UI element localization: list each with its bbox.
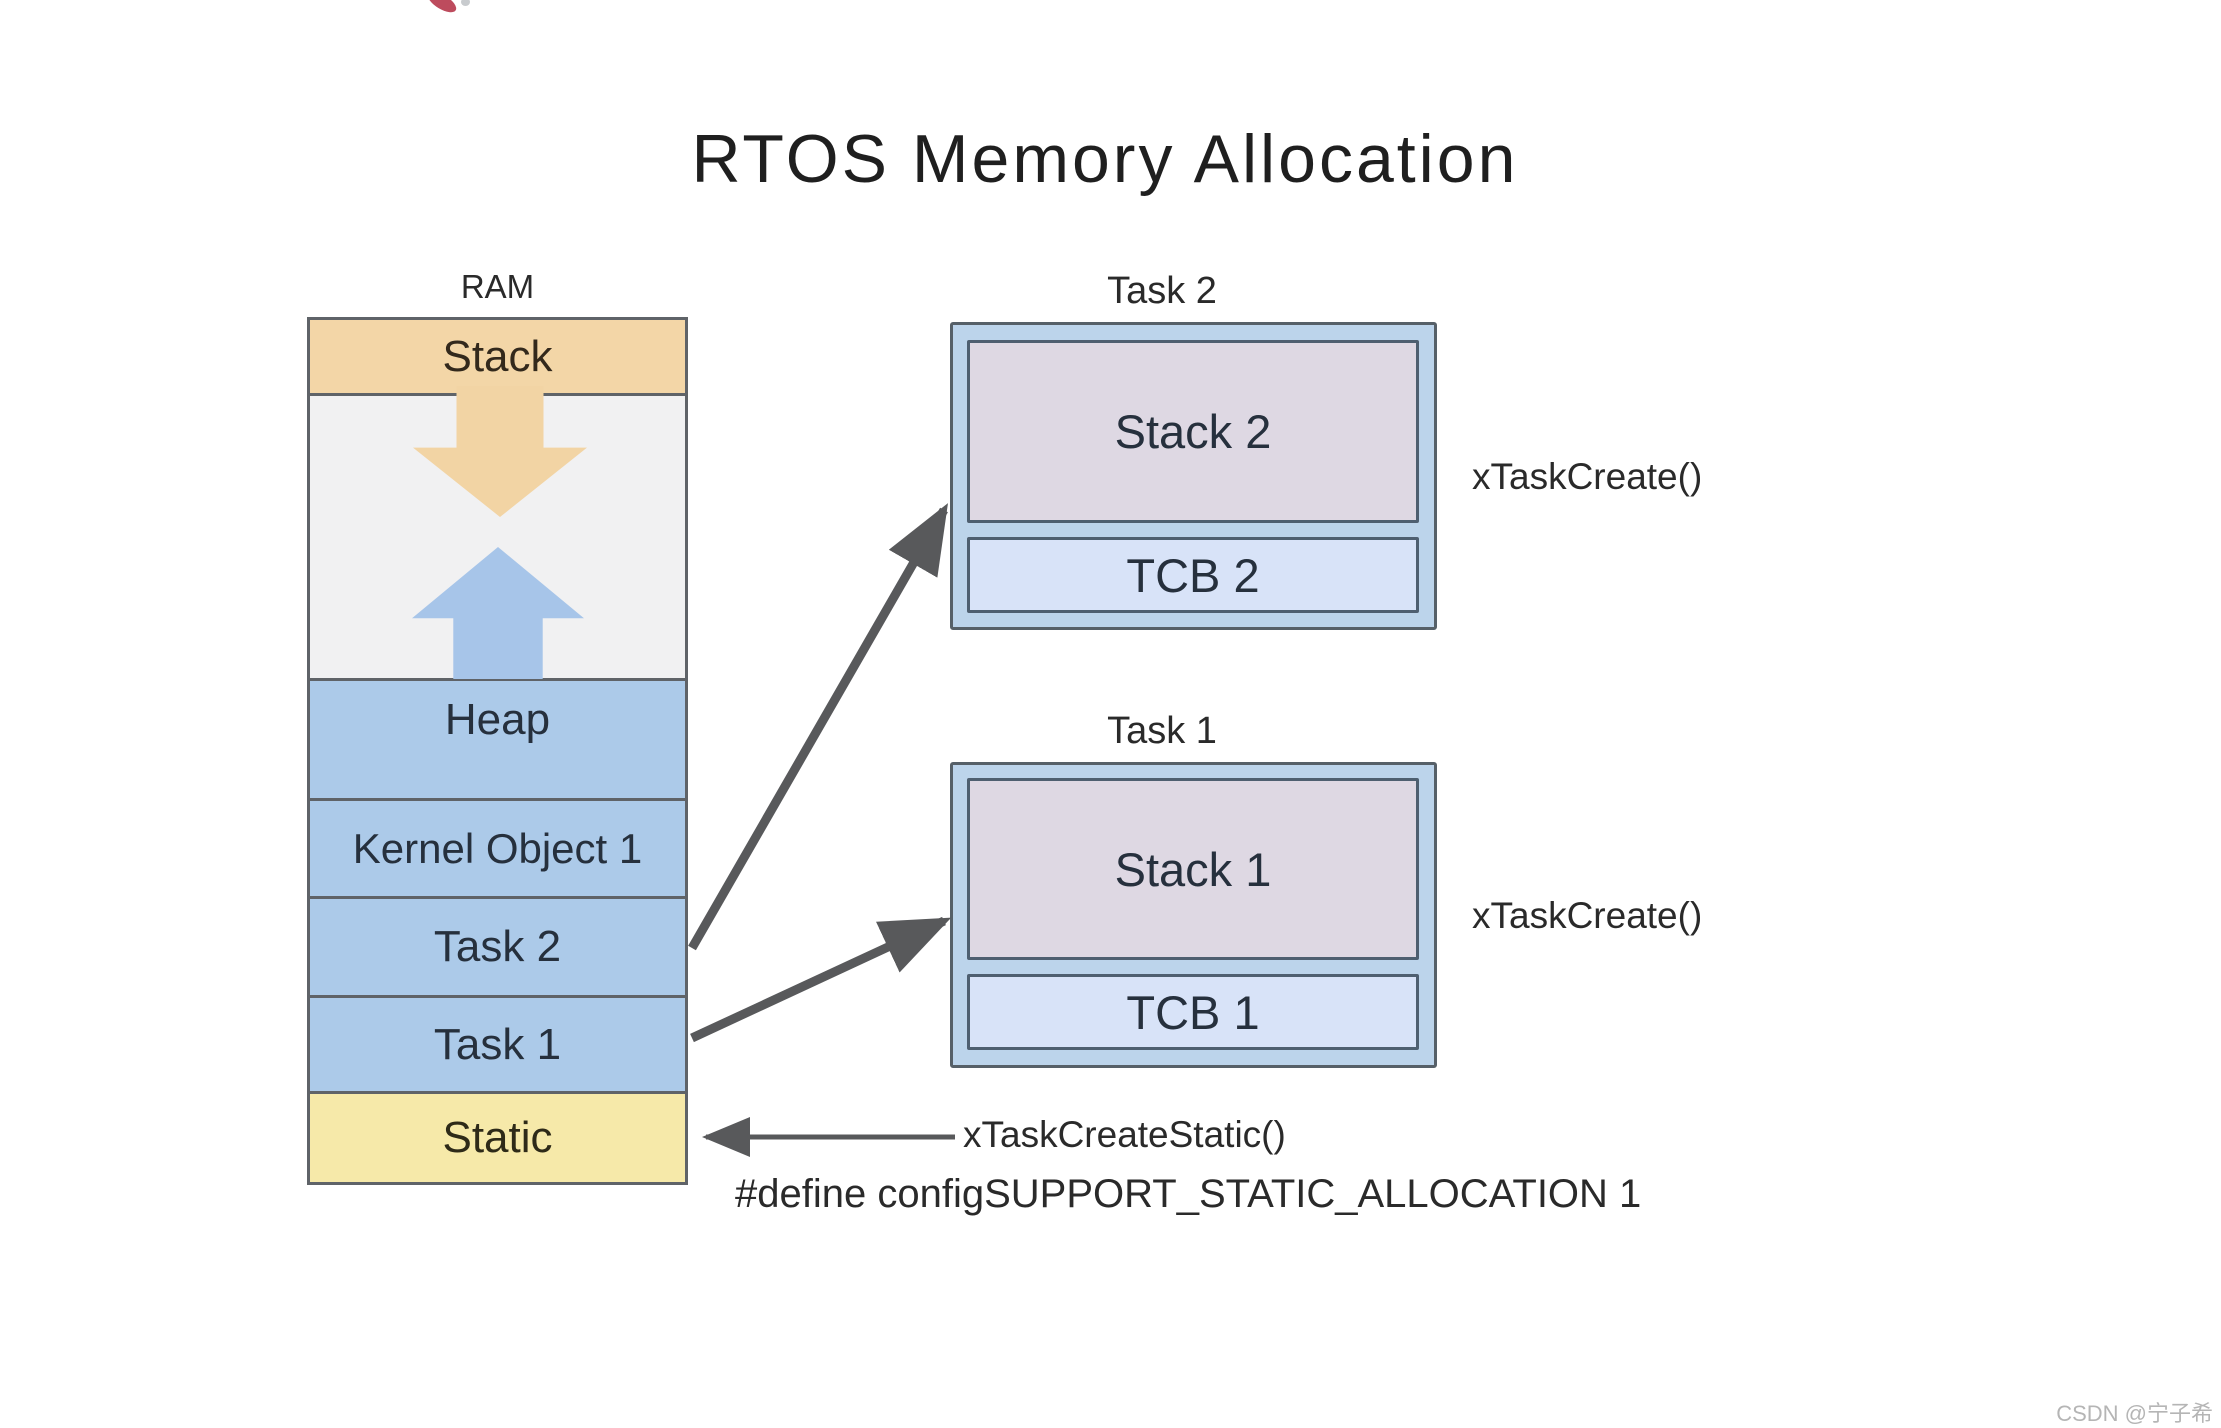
page-title: RTOS Memory Allocation <box>691 121 1519 197</box>
ram-section-heap: Heap <box>310 678 685 798</box>
ram-column: Stack Heap Kernel Object 1 Task 2 Task 1… <box>307 317 688 1185</box>
task1-stack-label: Stack 1 <box>1114 842 1272 896</box>
task1-tcb-block: TCB 1 <box>967 974 1419 1050</box>
ram-kernel-object-label: Kernel Object 1 <box>352 824 643 872</box>
define-config-annotation: #define configSUPPORT_STATIC_ALLOCATION … <box>735 1172 1642 1216</box>
task2-xtaskcreate-annotation: xTaskCreate() <box>1472 456 1703 497</box>
task1-xtaskcreate-annotation: xTaskCreate() <box>1472 895 1703 936</box>
task2-tcb-label: TCB 2 <box>1126 548 1260 602</box>
task1-box-title: Task 1 <box>1107 710 1217 752</box>
ram-section-kernel-object-1: Kernel Object 1 <box>310 798 685 896</box>
task2-stack-label: Stack 2 <box>1114 405 1272 458</box>
ram-section-task-1: Task 1 <box>310 995 685 1091</box>
ram-label: RAM <box>460 268 535 305</box>
ram-section-static: Static <box>310 1091 685 1182</box>
task2-box-title: Task 2 <box>1107 270 1217 312</box>
task1-allocation-arrow <box>690 916 952 1043</box>
ram-task1-label: Task 1 <box>433 1019 562 1069</box>
ram-stack-label: Stack <box>442 331 553 381</box>
task1-box: Stack 1 TCB 1 <box>950 762 1437 1068</box>
gray-artifact-dot <box>461 0 470 6</box>
ram-static-label: Static <box>442 1113 553 1162</box>
task2-allocation-arrow <box>688 503 948 951</box>
ram-heap-label: Heap <box>444 695 551 744</box>
task2-tcb-block: TCB 2 <box>967 537 1419 613</box>
watermark: CSDN @宁子希 <box>2056 1401 2213 1426</box>
ram-section-task-2: Task 2 <box>310 896 685 995</box>
task2-box: Stack 2 TCB 2 <box>950 322 1437 630</box>
task1-stack-block: Stack 1 <box>967 778 1419 960</box>
red-artifact-mark <box>424 0 460 17</box>
xtaskcreatestatic-annotation: xTaskCreateStatic() <box>963 1114 1286 1155</box>
task1-tcb-label: TCB 1 <box>1126 985 1260 1039</box>
task2-stack-block: Stack 2 <box>967 340 1419 523</box>
ram-section-stack: Stack <box>310 320 685 393</box>
ram-task2-label: Task 2 <box>433 922 562 971</box>
